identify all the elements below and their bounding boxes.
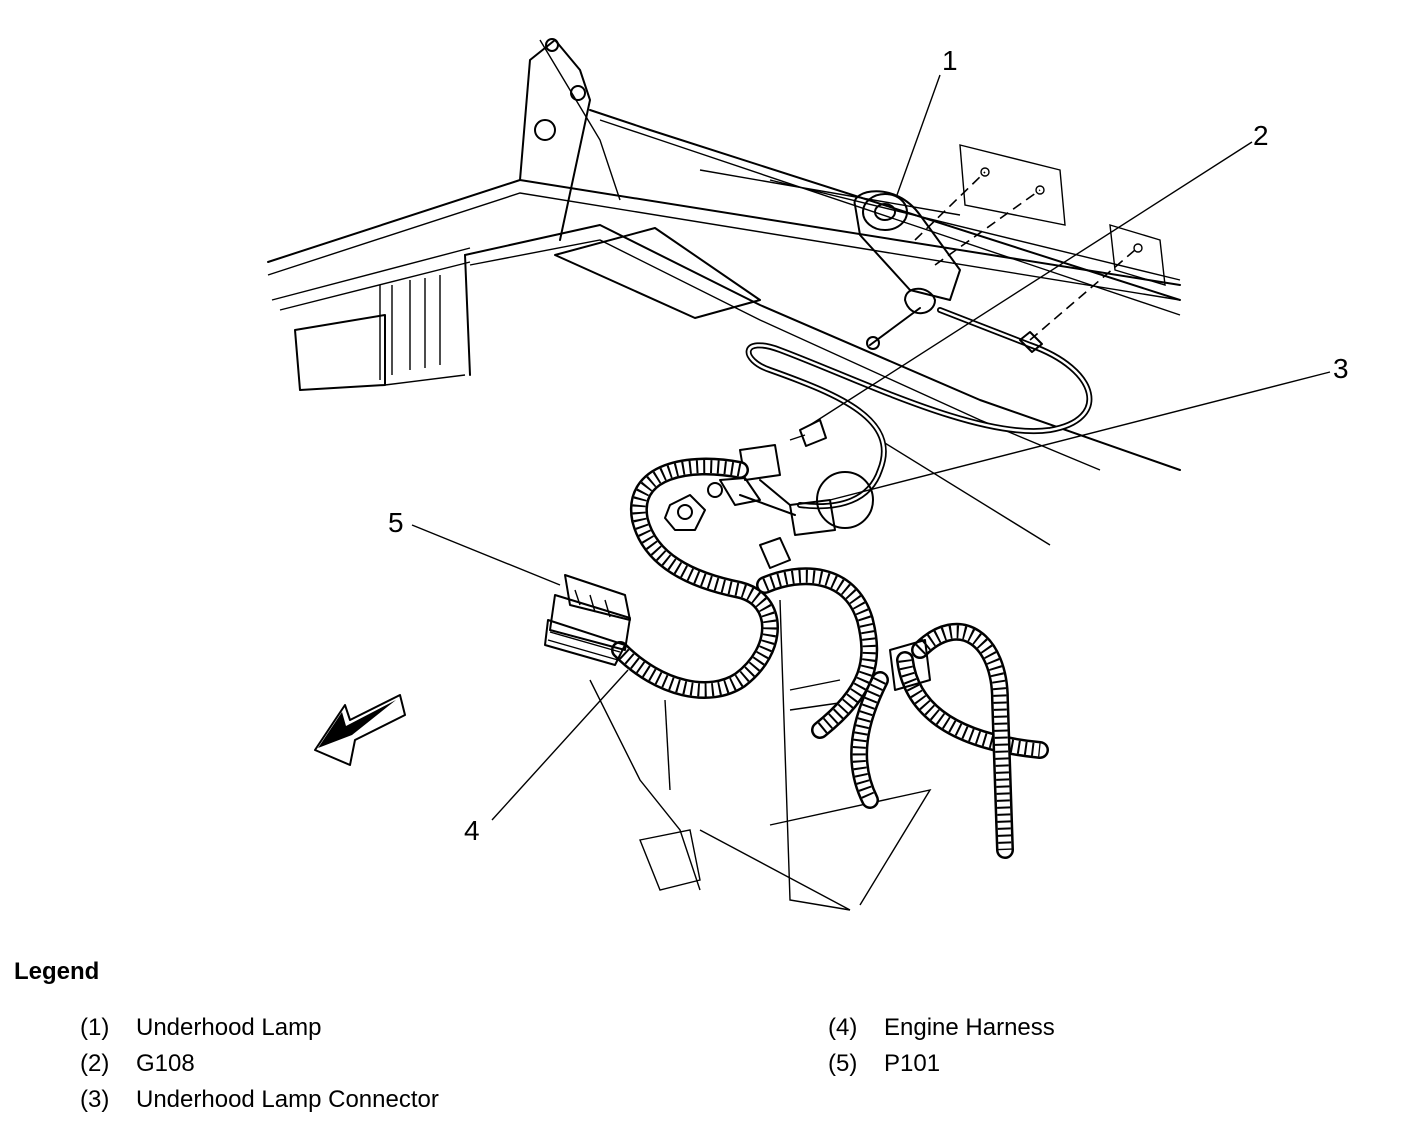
engine-harness xyxy=(611,457,1049,859)
legend-item-number: (1) xyxy=(80,1014,110,1041)
wiring-diagram: 1 2 3 4 5 xyxy=(267,38,1349,911)
legend-item-number: (5) xyxy=(828,1050,858,1077)
p101-connector xyxy=(544,574,631,666)
ground-g108 xyxy=(664,419,874,536)
legend-item-label: P101 xyxy=(884,1050,941,1077)
direction-arrow xyxy=(314,694,406,766)
legend-item-label: Underhood Lamp xyxy=(136,1014,322,1041)
callout-5: 5 xyxy=(388,507,404,538)
legend-item-2: (2) G108 xyxy=(80,1050,195,1078)
legend-title: Legend xyxy=(14,958,100,985)
body-structure xyxy=(267,38,1181,911)
callout-3: 3 xyxy=(1333,353,1349,384)
legend-item-1: (1) Underhood Lamp xyxy=(80,1014,321,1042)
callout-4: 4 xyxy=(464,815,480,846)
lamp-wire xyxy=(745,249,1136,510)
callout-1: 1 xyxy=(942,45,958,76)
legend-item-number: (3) xyxy=(80,1086,110,1113)
legend-item-number: (4) xyxy=(828,1014,858,1041)
legend-item-3: (3) Underhood Lamp Connector xyxy=(80,1086,439,1114)
legend-item-4: (4) Engine Harness xyxy=(828,1014,1055,1042)
legend-item-label: Engine Harness xyxy=(884,1014,1055,1041)
legend-item-number: (2) xyxy=(80,1050,110,1077)
leader-lines xyxy=(411,74,1331,821)
legend-item-5: (5) P101 xyxy=(828,1050,940,1078)
callout-2: 2 xyxy=(1253,120,1269,151)
legend-item-label: G108 xyxy=(136,1050,195,1077)
legend-item-label: Underhood Lamp Connector xyxy=(136,1086,439,1113)
underhood-lamp xyxy=(853,167,1143,350)
